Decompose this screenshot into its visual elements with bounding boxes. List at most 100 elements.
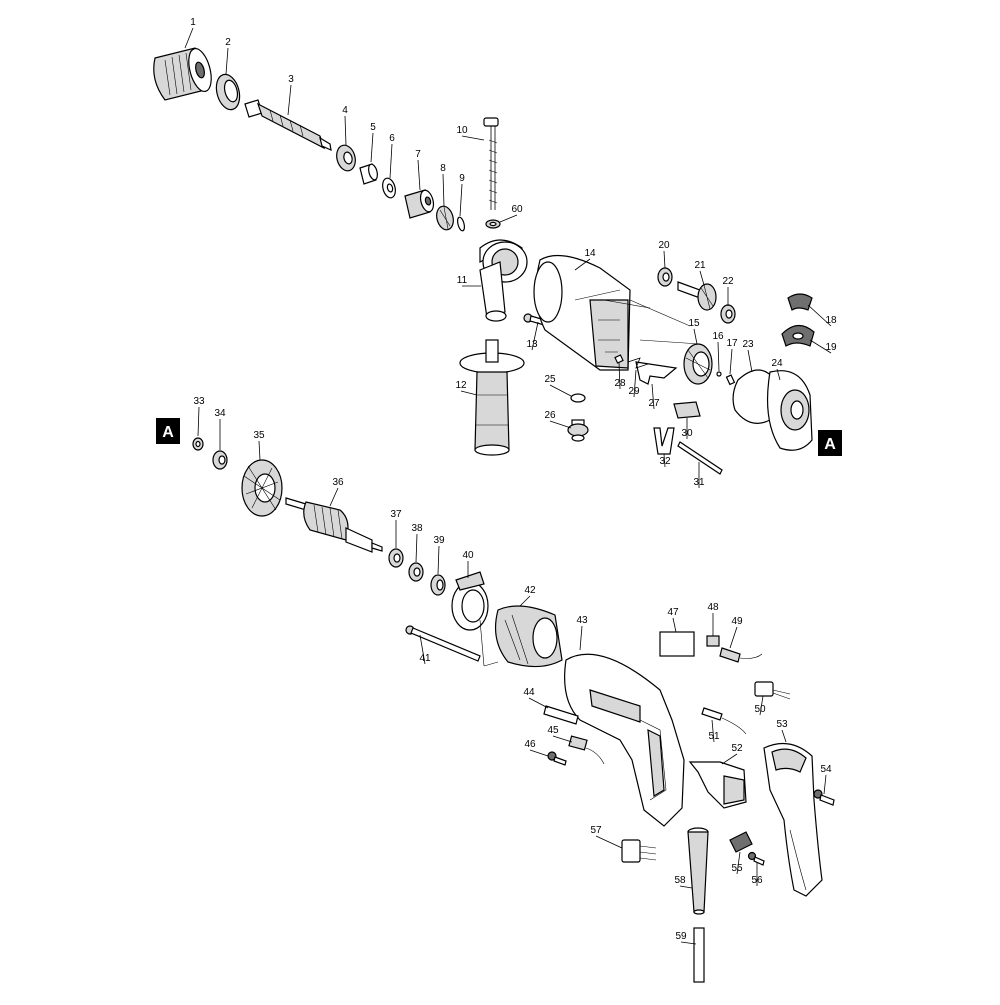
part-35-helical-gear	[241, 459, 283, 517]
callout-38: 38	[411, 523, 423, 534]
part-3-spindle	[244, 99, 332, 152]
callout-53: 53	[776, 719, 788, 730]
part-4-bearing	[336, 144, 356, 172]
part-7-ball-bearing	[404, 189, 435, 219]
part-40-baffle-plate	[451, 571, 489, 631]
callout-22: 22	[722, 276, 734, 287]
callout-39: 39	[433, 535, 445, 546]
part-17-pin	[725, 374, 736, 386]
leader-line-47	[672, 617, 677, 633]
callout-56: 56	[751, 875, 763, 886]
leader-line-45	[552, 735, 573, 743]
leader-line-5	[370, 132, 374, 163]
part-42-field	[495, 605, 563, 668]
callout-10: 10	[456, 125, 468, 136]
part-44-label	[543, 705, 579, 725]
leader-line-33	[197, 406, 200, 437]
callout-32: 32	[659, 456, 671, 467]
part-27-change-plate	[635, 361, 678, 385]
callout-11: 11	[457, 275, 468, 286]
part-9-retaining-ring	[456, 216, 466, 232]
callout-33: 33	[193, 396, 205, 407]
callout-54: 54	[820, 764, 832, 775]
leader-line-29	[633, 369, 637, 398]
callout-47: 47	[667, 607, 679, 618]
callout-6: 6	[389, 133, 395, 144]
leader-line-17	[729, 348, 733, 375]
leader-line-52	[721, 753, 738, 765]
part-45-noise-suppressor	[568, 735, 605, 765]
assembly-line	[603, 299, 651, 309]
leader-line-21	[699, 270, 705, 286]
callout-44: 44	[523, 687, 535, 698]
svg-text:A: A	[824, 436, 836, 453]
part-52-switch	[688, 761, 747, 809]
leader-line-19	[809, 339, 832, 354]
leader-line-27	[651, 383, 655, 410]
part-37-fan-bearing	[388, 548, 404, 568]
callout-35: 35	[253, 430, 265, 441]
part-36-armature	[285, 497, 383, 553]
part-1-drill-chuck	[153, 47, 212, 101]
part-22-bearing	[720, 304, 736, 324]
part-33-nut	[192, 437, 204, 451]
callout-7: 7	[415, 149, 421, 160]
leader-line-28	[618, 361, 621, 390]
part-19-knob-base	[781, 324, 815, 347]
leader-line-36	[329, 487, 339, 507]
callout-49: 49	[731, 616, 743, 627]
leader-line-39	[437, 545, 440, 575]
leader-line-49	[729, 626, 738, 649]
callout-41: 41	[419, 653, 431, 664]
leader-line-12	[460, 390, 478, 396]
leader-line-35	[258, 440, 261, 461]
reference-marker-a-left: A	[156, 418, 180, 444]
part-55-strain-relief	[729, 831, 753, 853]
part-56-screw	[747, 851, 765, 866]
leader-line-54	[823, 774, 827, 795]
leader-line-38	[415, 533, 418, 563]
part-43-motor-housing	[564, 653, 685, 827]
part-60-washer	[485, 219, 501, 229]
assembly-line	[639, 339, 701, 345]
leader-line-53	[781, 729, 787, 743]
part-16-ball	[716, 371, 722, 377]
leader-line-46	[529, 749, 549, 757]
part-24-bearing-box	[766, 370, 813, 451]
leader-lines	[184, 27, 832, 945]
callout-37: 37	[390, 509, 402, 520]
callout-26: 26	[544, 410, 556, 421]
part-12-side-handle	[459, 339, 525, 456]
part-15-spur-gear	[683, 343, 713, 385]
part-6-washer	[382, 177, 396, 199]
leader-line-58	[679, 885, 693, 889]
callout-19: 19	[825, 342, 837, 353]
callout-15: 15	[688, 318, 700, 329]
leader-line-18	[807, 304, 832, 327]
callout-52: 52	[731, 743, 743, 754]
part-14-gear-housing	[533, 254, 631, 371]
part-39-bearing	[430, 574, 446, 596]
leader-line-9	[459, 183, 463, 217]
leader-line-23	[747, 349, 753, 373]
part-53-handle-cover	[763, 742, 823, 897]
callout-20: 20	[658, 240, 670, 251]
callout-40: 40	[462, 550, 474, 561]
leader-line-42	[519, 595, 531, 607]
leader-line-20	[663, 250, 666, 269]
part-8-clutch-cam	[436, 205, 454, 231]
part-46-screw	[547, 751, 567, 766]
part-number-callouts: 1234567891011121314151617181920212223242…	[190, 17, 837, 942]
callout-28: 28	[614, 378, 626, 389]
callout-43: 43	[576, 615, 588, 626]
leader-line-8	[442, 173, 445, 207]
part-38-ring	[408, 562, 424, 582]
callout-2: 2	[225, 37, 231, 48]
leader-line-6	[389, 143, 393, 179]
leader-line-3	[287, 84, 292, 116]
part-18-change-knob	[787, 293, 813, 311]
leader-line-32	[663, 453, 666, 468]
part-34-bearing	[212, 450, 228, 470]
leader-line-15	[693, 328, 698, 345]
